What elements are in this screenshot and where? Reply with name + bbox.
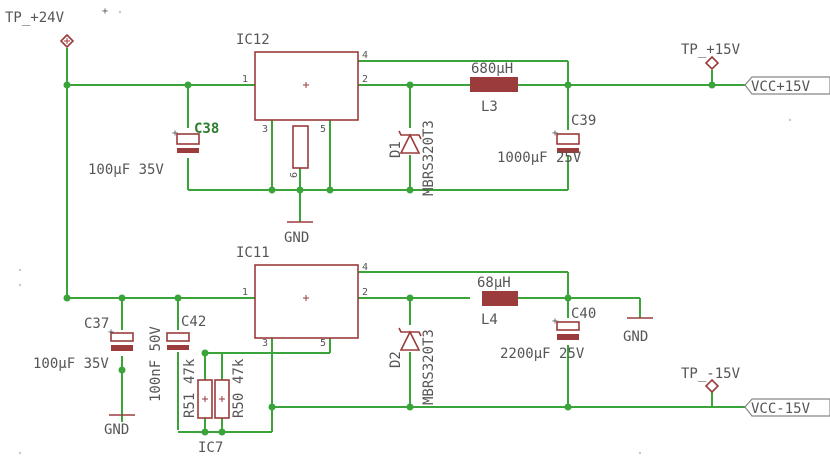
- r51-name: R51: [182, 393, 198, 418]
- wires: [66, 48, 745, 433]
- diode-d1: D1 MBRS320T3: [388, 120, 437, 196]
- ic12-pin1: 1: [242, 74, 248, 85]
- ic12-regulator: IC12 1 2 3 4 5 6: [236, 32, 368, 178]
- capacitor-c39: + C39 1000µF 25V: [497, 113, 596, 166]
- capacitor-c38: + C38 100µF 35V: [88, 121, 219, 178]
- c37-name: C37: [84, 316, 109, 332]
- d2-name: D2: [388, 351, 404, 368]
- c40-value: 2200µF 25V: [500, 346, 585, 362]
- ic12-name: IC12: [236, 32, 270, 48]
- testpoint-24v: TP_+24V +: [5, 6, 108, 49]
- c38-name: C38: [194, 121, 219, 137]
- ic11-name: IC11: [236, 245, 270, 261]
- inductor-l3: 680µH L3: [470, 61, 518, 115]
- testpoint-m15v: TP_-15V: [681, 366, 741, 394]
- ic11-pin1: 1: [242, 287, 248, 298]
- ic11-regulator: IC11 1 2 3 4 5: [236, 245, 368, 349]
- r51-value: 47k: [182, 358, 198, 384]
- capacitor-c37: + C37 100µF 35V: [33, 316, 134, 372]
- ic7-name: IC7: [198, 440, 223, 456]
- testpoint-24v-plus-mark: +: [102, 6, 108, 17]
- gnd-label-top: GND: [284, 230, 309, 246]
- l3-name: L3: [481, 99, 498, 115]
- ic12-pin4: 4: [362, 50, 368, 61]
- c38-value: 100µF 35V: [88, 162, 164, 178]
- c39-plus: +: [552, 128, 558, 139]
- testpoint-m15v-label: TP_-15V: [681, 366, 741, 382]
- net-vcc-m15-label: VCC-15V: [751, 401, 811, 417]
- ic11-pin4: 4: [362, 262, 368, 273]
- ic12-pin2: 2: [362, 74, 368, 85]
- ic11-pin2: 2: [362, 287, 368, 298]
- gnd-label-right: GND: [623, 329, 648, 345]
- r50-value: 47k: [231, 358, 247, 384]
- c38-plus: +: [172, 128, 178, 139]
- l3-value: 680µH: [471, 61, 513, 77]
- ic11-pin3: 3: [262, 338, 268, 349]
- d1-value: MBRS320T3: [421, 120, 437, 196]
- capacitor-c42: C42 100nF 50V: [148, 314, 206, 402]
- gnd-symbol-right: GND: [623, 317, 653, 345]
- ic12-pin5: 5: [320, 124, 326, 135]
- c42-name: C42: [181, 314, 206, 330]
- l4-name: L4: [481, 312, 498, 328]
- gnd-symbol-top: GND: [284, 221, 313, 246]
- l4-value: 68µH: [477, 275, 511, 291]
- ic12-pin3: 3: [262, 124, 268, 135]
- c37-value: 100µF 35V: [33, 356, 109, 372]
- c42-value: 100nF 50V: [148, 326, 164, 402]
- d1-name: D1: [388, 141, 404, 158]
- junctions: [63, 81, 716, 436]
- c39-value: 1000µF 25V: [497, 150, 582, 166]
- c40-name: C40: [571, 306, 596, 322]
- ic11-pin5: 5: [320, 338, 326, 349]
- net-vcc-p15: VCC+15V: [744, 76, 830, 95]
- grid-dots: [18, 10, 792, 455]
- testpoint-15v: TP_+15V: [681, 42, 741, 71]
- c37-plus: +: [108, 327, 114, 338]
- ic12-pin6: 6: [289, 172, 300, 178]
- diode-d2: D2 MBRS320T3: [388, 327, 437, 405]
- inductor-l4: 68µH L4: [477, 275, 518, 328]
- net-vcc-p15-label: VCC+15V: [751, 79, 811, 95]
- net-vcc-m15: VCC-15V: [744, 398, 830, 417]
- capacitor-c40: + C40 2200µF 25V: [500, 306, 596, 362]
- c40-plus: +: [552, 316, 558, 327]
- gnd-symbol-c37: GND: [104, 414, 135, 438]
- d2-value: MBRS320T3: [421, 329, 437, 405]
- resistor-r50: R50 47k: [214, 358, 247, 419]
- r50-name: R50: [231, 393, 247, 418]
- gnd-label-c37: GND: [104, 422, 129, 438]
- resistor-r51: R51 47k: [182, 358, 213, 419]
- c39-name: C39: [571, 113, 596, 129]
- testpoint-24v-label: TP_+24V: [5, 10, 65, 26]
- testpoint-15v-label: TP_+15V: [681, 42, 741, 58]
